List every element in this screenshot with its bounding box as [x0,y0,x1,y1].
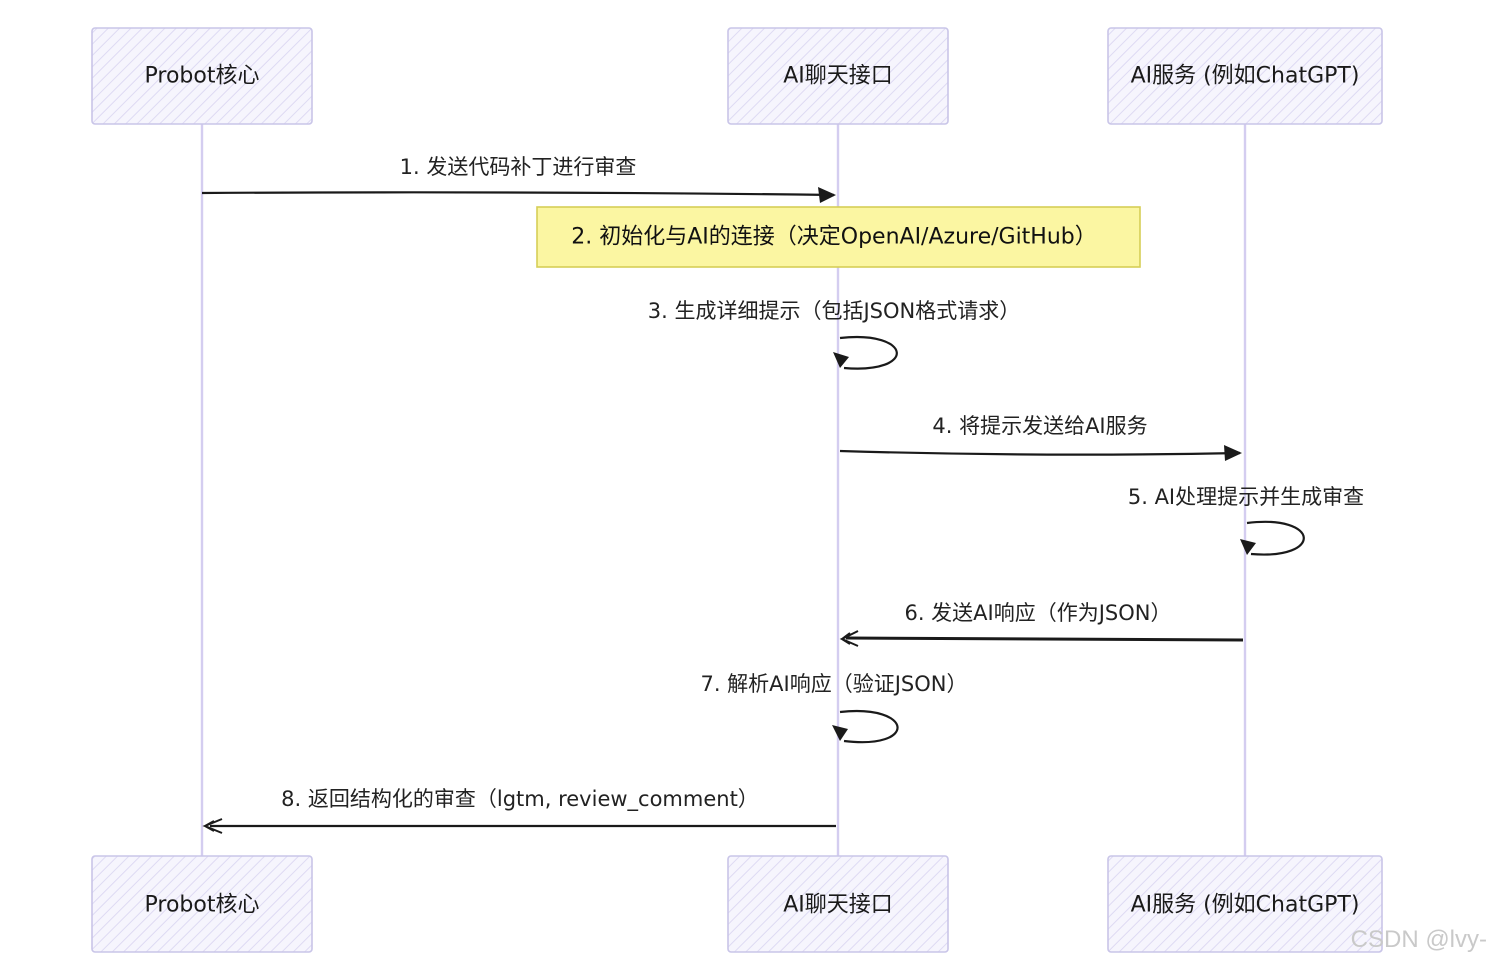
message-1: 1. 发送代码补丁进行审查 [201,155,836,203]
message-label: 1. 发送代码补丁进行审查 [400,155,637,179]
message-7: 7. 解析AI响应（验证JSON） [700,672,968,744]
actor-probot-bottom: Probot核心 [91,855,313,953]
actor-chat-top: AI聊天接口 [727,27,949,125]
message-label: 3. 生成详细提示（包括JSON格式请求） [648,299,1020,323]
self-loop [839,709,899,744]
message-5: 5. AI处理提示并生成审查 [1128,485,1364,556]
arrow-line [201,191,835,197]
self-loop [1246,520,1305,556]
actor-label: AI聊天接口 [783,893,893,918]
message-label: 8. 返回结构化的审查（lgtm, review_comment） [281,787,759,812]
note-2: 2. 初始化与AI的连接（决定OpenAI/Azure/GitHub） [536,206,1141,268]
watermark: CSDN @lvy- [1350,926,1487,953]
message-label: 7. 解析AI响应（验证JSON） [700,672,967,696]
actor-ai-bottom: AI服务 (例如ChatGPT) [1107,855,1383,953]
arrow-head [832,725,848,741]
arrow-head [1224,445,1242,461]
message-label: 5. AI处理提示并生成审查 [1128,485,1364,509]
self-loop [839,335,898,370]
arrow-head [839,630,859,647]
arrow-head [818,187,836,203]
actor-label: Probot核心 [145,893,260,918]
arrow-head [1240,539,1256,555]
arrow-line [845,636,1244,642]
message-4: 4. 将提示发送给AI服务 [839,414,1242,461]
actor-label: AI服务 (例如ChatGPT) [1131,893,1360,918]
message-8: 8. 返回结构化的审查（lgtm, review_comment） [202,787,836,834]
arrow-line [839,449,1241,456]
actor-ai-top: AI服务 (例如ChatGPT) [1107,27,1383,125]
arrow-head [202,818,223,834]
actor-label: AI聊天接口 [783,64,893,89]
actor-probot-top: Probot核心 [91,27,313,125]
message-label: 4. 将提示发送给AI服务 [932,414,1147,438]
actor-label: Probot核心 [145,64,260,89]
message-label: 6. 发送AI响应（作为JSON） [904,601,1171,625]
actor-chat-bottom: AI聊天接口 [727,855,949,953]
actor-label: AI服务 (例如ChatGPT) [1131,64,1360,89]
arrow-head [833,352,849,368]
note-label: 2. 初始化与AI的连接（决定OpenAI/Azure/GitHub） [571,225,1097,250]
message-6: 6. 发送AI响应（作为JSON） [839,601,1244,647]
message-3: 3. 生成详细提示（包括JSON格式请求） [648,299,1020,370]
